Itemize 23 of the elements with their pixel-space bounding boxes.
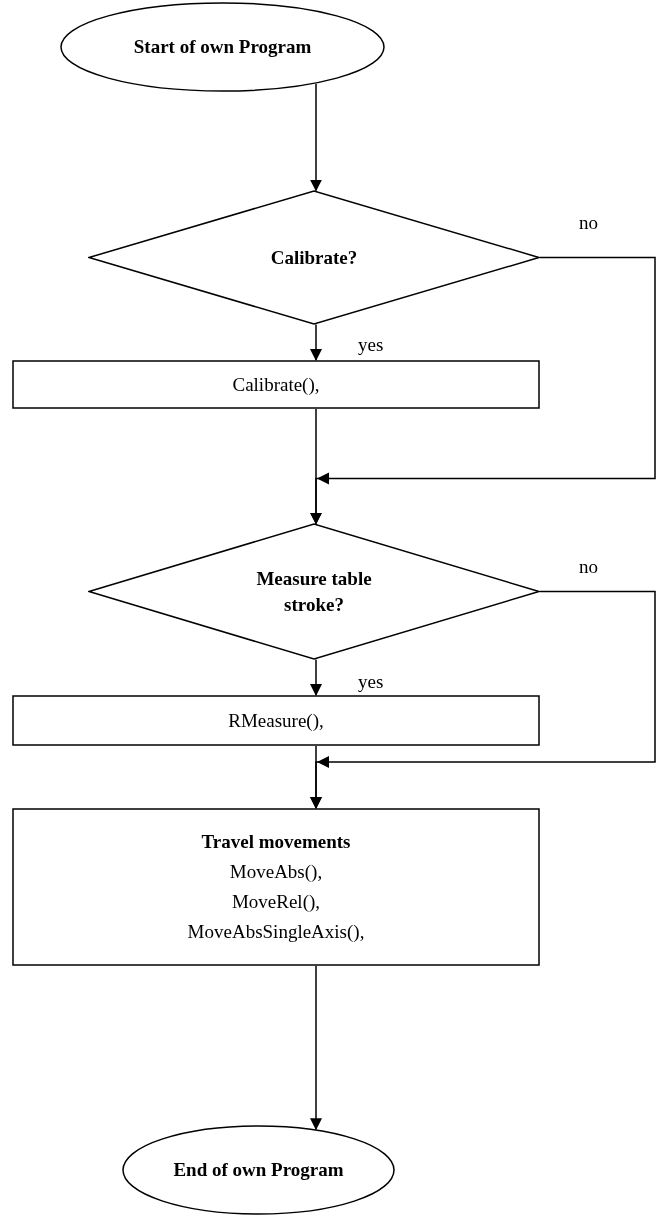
process-box bbox=[12, 808, 540, 966]
node-label: MoveAbsSingleAxis(), bbox=[187, 920, 365, 944]
node-label: Calibrate(), bbox=[232, 372, 320, 397]
process-box bbox=[12, 695, 540, 746]
decision-diamond bbox=[88, 523, 540, 660]
arrow bbox=[310, 83, 322, 192]
box-heading: Travel movements bbox=[201, 830, 351, 854]
decision-diamond bbox=[88, 190, 540, 325]
node-label: Measure table stroke? bbox=[255, 566, 373, 617]
node-label: RMeasure(), bbox=[228, 708, 324, 733]
process-box bbox=[12, 360, 540, 409]
arrow bbox=[310, 658, 322, 696]
node-label: MoveAbs(), bbox=[229, 860, 323, 884]
terminal-ellipse bbox=[122, 1125, 395, 1215]
node-label: Calibrate? bbox=[270, 245, 358, 270]
node-label: Start of own Program bbox=[133, 35, 312, 59]
arrow bbox=[310, 745, 322, 809]
arrow bbox=[310, 408, 322, 525]
arrow bbox=[310, 323, 322, 361]
terminal-ellipse bbox=[60, 2, 385, 92]
node-label: End of own Program bbox=[173, 1158, 344, 1182]
node-label: MoveRel(), bbox=[231, 890, 321, 914]
arrow bbox=[310, 965, 322, 1131]
